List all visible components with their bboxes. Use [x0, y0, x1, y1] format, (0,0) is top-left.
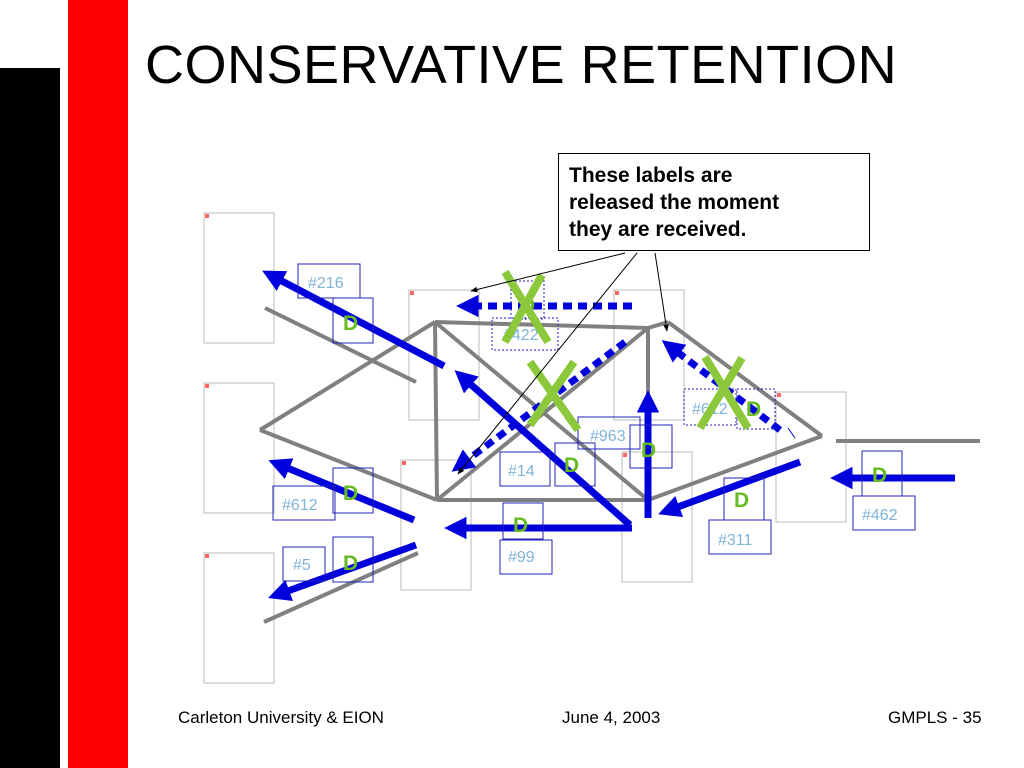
node-box-left-mid: [203, 382, 275, 514]
d-marker-boxes: [332, 297, 903, 583]
callout-line-1: These labels are: [569, 164, 733, 187]
d-marker: D: [343, 482, 358, 505]
node-box-far-right: [775, 391, 847, 523]
d-marker: D: [872, 464, 887, 487]
node-box-left-top: [203, 212, 275, 344]
callout-box: These labels are released the moment the…: [558, 153, 870, 251]
left-red-bar: [68, 0, 128, 768]
label-box-5: [282, 546, 326, 582]
callout-pointers: [457, 252, 669, 475]
label-5: #5: [293, 557, 311, 574]
footer-date: June 4, 2003: [562, 708, 661, 727]
label-box-963: [577, 416, 641, 450]
arrow-label-5: [268, 541, 418, 602]
label-flow-arrows: [262, 270, 955, 602]
label-box-612: [272, 485, 336, 521]
label-963: #963: [590, 428, 626, 445]
callout-line-3: they are received.: [569, 218, 747, 241]
label-612: #612: [282, 497, 318, 514]
node-box-left-bottom: [203, 552, 275, 684]
dashed-arrow-diagonal: [451, 339, 628, 472]
label-box-422-marker: [510, 280, 545, 320]
d-marker: D: [746, 398, 761, 421]
cross-middle: [526, 359, 582, 433]
label-311: #311: [718, 532, 753, 549]
d-marker: D: [343, 312, 358, 335]
node-placeholders: [203, 212, 847, 684]
release-cross-marks: [501, 269, 752, 433]
node-box-center-top: [408, 289, 480, 421]
broken-image-icons: [205, 214, 781, 558]
label-216: #216: [308, 275, 344, 292]
arrow-label-216: [262, 270, 446, 370]
small-tick-mark: [787, 427, 796, 439]
label-14: #14: [508, 463, 535, 480]
arrow-label-14: [454, 370, 633, 528]
d-marker: D: [513, 514, 528, 537]
footer-organization: Carleton University & EION: [178, 708, 384, 727]
cross-right: [696, 354, 752, 431]
d-marker: D: [641, 439, 656, 462]
label-box-216: [297, 263, 361, 299]
d-marker: D: [343, 552, 358, 575]
callout-line-2: released the moment: [569, 191, 780, 214]
label-boxes: [272, 263, 916, 582]
label-99: #99: [508, 549, 535, 566]
left-black-bar: [0, 68, 60, 768]
cross-top: [501, 269, 552, 345]
footer-slide-number: GMPLS - 35: [888, 708, 982, 727]
node-box-right-bottom: [621, 451, 693, 583]
arrow-label-612: [268, 458, 416, 524]
label-462: #462: [862, 507, 898, 524]
d-marker: D: [734, 489, 749, 512]
arrow-label-311: [658, 458, 802, 517]
label-box-99: [499, 539, 553, 575]
label-box-422: [491, 317, 559, 351]
slide-title: CONSERVATIVE RETENTION: [145, 35, 898, 95]
label-box-14: [499, 451, 551, 487]
d-marker: D: [564, 454, 579, 477]
